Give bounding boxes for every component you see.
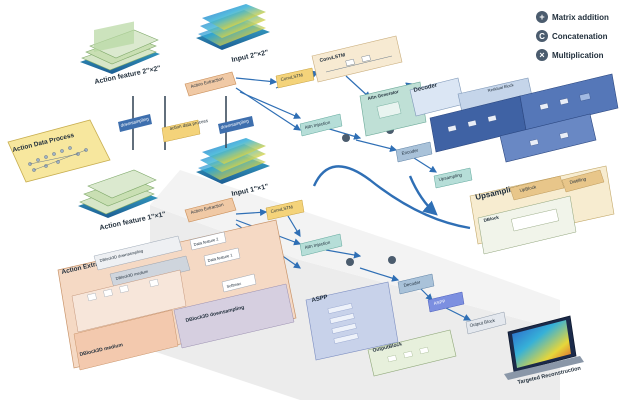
action-extraction-panel: Action Extraction DBlock3D downsampling … [57, 219, 297, 371]
decoder-panel: Decoder Residual Block [409, 73, 619, 163]
process-graph-icon [28, 146, 88, 172]
matrix-addition-node [342, 134, 350, 142]
middle-nodes: ConvLSTM Attn Injection Encoder Upsampli… [265, 67, 507, 335]
legend-symbol: × [539, 50, 544, 60]
multiplication-icon [536, 49, 548, 61]
concatenation-node [388, 256, 396, 264]
panel-title-decoder: Decoder [413, 83, 438, 94]
stack-label-input-top: Input 2"×2" [231, 49, 269, 64]
action-data-process-panel: Action Data Process [7, 119, 111, 183]
data-feature-1-label: Data feature 1 [207, 252, 234, 263]
attn-injection-bottom-label: Attn Injection [304, 240, 331, 250]
upsampling-panel: Upsampling UpBlock Distilling DBlock [469, 165, 615, 255]
matrix-addition-node [346, 258, 354, 266]
legend: + Matrix addition C Concatenation × Mult… [536, 11, 609, 61]
legend-symbol: + [539, 12, 544, 22]
output-block-panel: OutputBlock [367, 329, 457, 377]
aspp-panel: ASPP [305, 281, 399, 361]
action-feature-top-stack: Action feature 2"×2" [80, 21, 161, 86]
decoder-box-label: Decoder [403, 279, 421, 288]
encoder-to-upsampling-arrow [408, 175, 438, 216]
dblock-small-label: DBlock [483, 215, 500, 223]
targeted-reconstruction: Targeted Reconstruction [504, 315, 584, 386]
input-bottom-stack: Input 1"×1" [196, 138, 270, 198]
legend-label-multiplication: Multiplication [552, 51, 604, 60]
concatenation-icon [536, 30, 548, 42]
input-top-stack: Input 2"×2" [196, 4, 270, 64]
convlstm-panel-title: ConvLSTM [319, 52, 346, 64]
downsampling-left-label: downsampling [120, 116, 150, 128]
encoder-label: Encoder [401, 147, 419, 155]
up-block-label: UpBlock [519, 184, 537, 193]
legend-label-matrix-addition: Matrix addition [552, 13, 609, 22]
upsampling-box-label: Upsampling [438, 172, 463, 182]
downsampling-right-label: downsampling [220, 118, 250, 130]
convlstm-bottom-label: ConvLSTM [270, 204, 293, 214]
panel-title-aspp: ASPP [311, 294, 328, 304]
distilling-label: Distilling [569, 176, 587, 185]
skip-connection-arrow [312, 165, 471, 230]
legend-label-concatenation: Concatenation [552, 32, 608, 41]
convlstm-top-label: ConvLSTM [280, 72, 303, 82]
output-block-box-label: Output Block [469, 318, 496, 328]
data-feature-2-label: Data feature 2 [193, 236, 220, 247]
convlstm-panel: ConvLSTM [311, 35, 403, 83]
attn-injection-top-label: Attn Injection [304, 120, 331, 130]
attn-generator-panel: Attn Generator [359, 81, 427, 137]
aspp-box-label: ASPP [433, 299, 446, 306]
residual-block-label: Residual Block [487, 82, 514, 93]
top-path-nodes: downsampling action data process downsam… [118, 71, 254, 223]
legend-symbol: C [539, 32, 545, 41]
softmax-label: Softmax [226, 281, 241, 289]
matrix-addition-icon [536, 11, 548, 23]
